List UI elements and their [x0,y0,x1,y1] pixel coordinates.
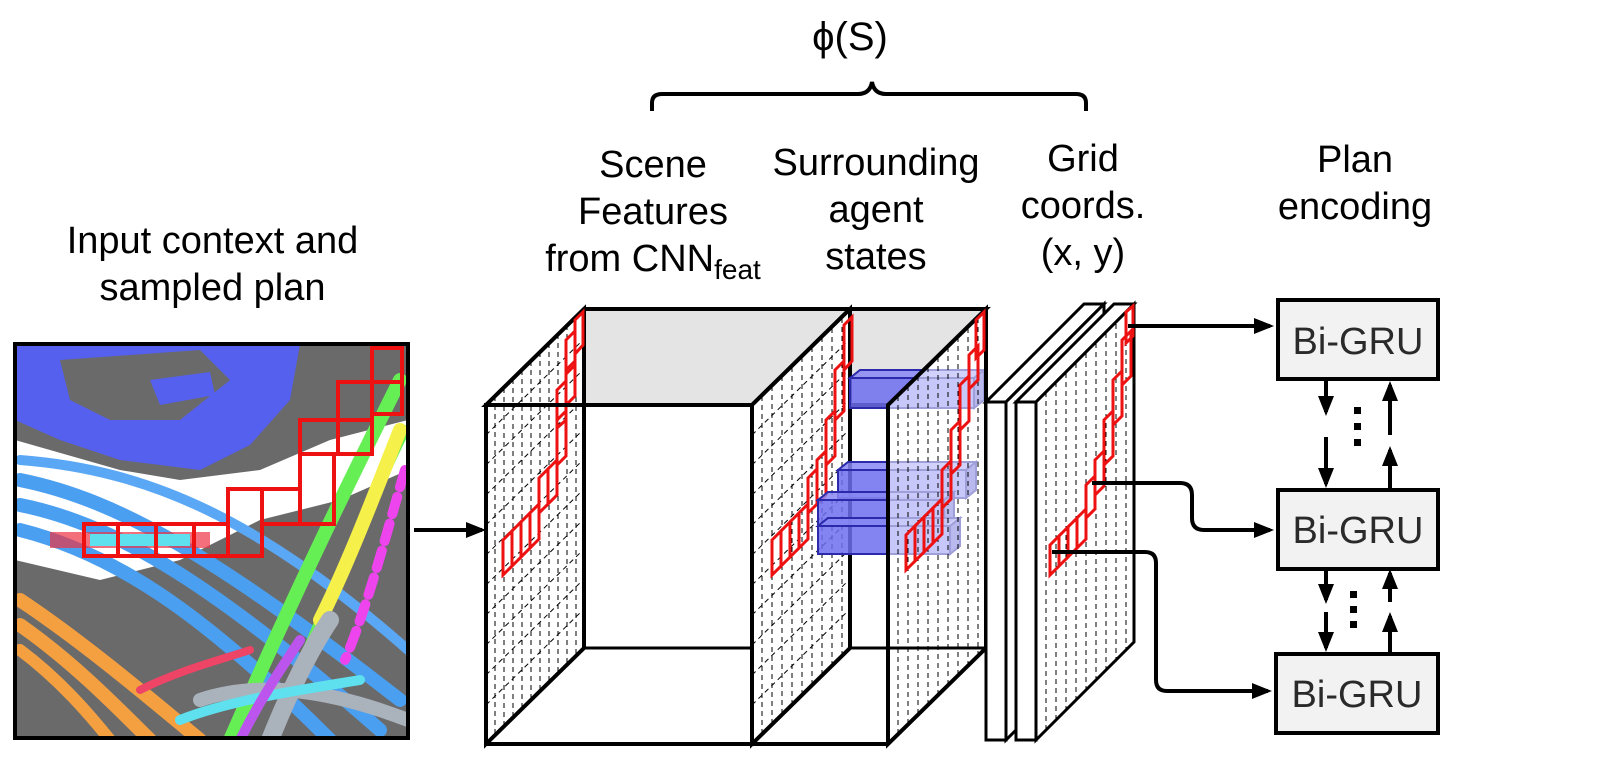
plan-line-1: Plan [1316,139,1394,181]
scene-features-line-2: Features [578,191,728,233]
surrounding-line-3: states [825,236,927,278]
plan-encoding-label: Plan encoding [1260,137,1450,231]
scene-features-label: Scene Features from CNNfeat [528,142,778,285]
gru-label-3: Bi-GRU [1292,674,1423,716]
scene-features-line-1: Scene [599,144,707,186]
surrounding-line-2: agent [828,189,924,231]
cnn-feat-subscript: feat [714,254,761,285]
input-context-label: Input context and sampled plan [40,218,385,312]
input-map-frame [13,342,410,740]
grid-line-2: coords. [1020,185,1146,227]
gru-ellipsis [1350,407,1361,628]
input-context-line-2: sampled plan [99,267,326,309]
surrounding-line-1: Surrounding [772,142,980,184]
gru-block-1: Bi-GRU [1276,298,1440,381]
scene-features-line-3: from CNNfeat [545,238,761,285]
input-context-map [15,344,408,738]
grid-coords-label: Grid coords. (x, y) [1008,136,1158,277]
gru-label-2: Bi-GRU [1293,510,1424,552]
gru-recurrent-arrows [1318,381,1398,652]
grid-line-3: (x, y) [1040,232,1126,274]
connector-bottom [1052,550,1272,699]
input-context-line-1: Input context and [66,220,359,262]
grid-coords-tensor [982,300,1138,744]
phi-label: ϕ(S) [812,15,888,59]
grid-line-1: Grid [1047,138,1119,180]
gru-block-2: Bi-GRU [1276,488,1440,571]
agent-state-tensor [747,304,991,749]
plan-line-2: encoding [1277,186,1433,228]
gru-block-3: Bi-GRU [1274,652,1440,735]
phi-brace [650,81,1088,111]
gru-label-1: Bi-GRU [1293,321,1424,363]
surrounding-label: Surrounding agent states [762,140,990,281]
connector-middle [1092,481,1274,538]
